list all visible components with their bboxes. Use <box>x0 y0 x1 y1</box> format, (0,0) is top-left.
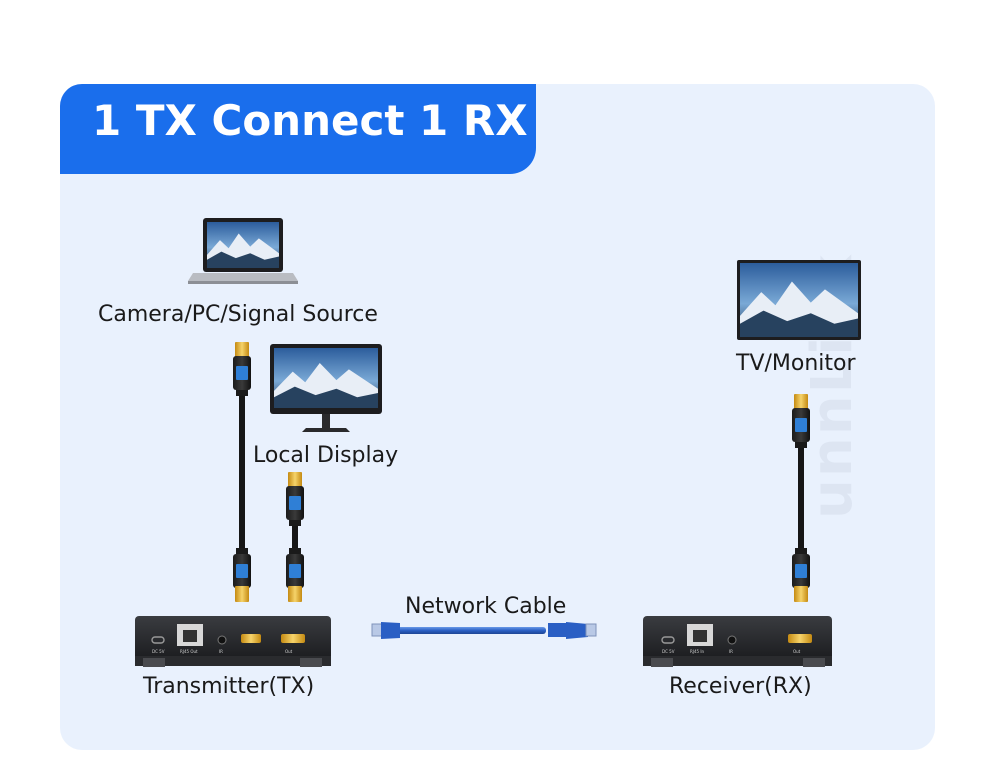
local-display-label: Local Display <box>253 443 399 468</box>
rx-port-dc: DC 5V <box>662 649 675 654</box>
hdmi-cable-source <box>233 342 251 602</box>
receiver-device: DC 5V RJ45 In IR Out <box>643 616 832 667</box>
network-cable <box>371 622 597 639</box>
hdmi-cable-tv <box>792 394 810 602</box>
transmitter-device: DC 5V RJ45 Out IR Out <box>135 616 331 667</box>
rx-port-rj45: RJ45 In <box>690 649 705 654</box>
hdmi-cable-local <box>286 472 304 602</box>
tv-monitor-label: TV/Monitor <box>736 351 856 376</box>
title-banner: 1 TX Connect 1 RX <box>60 84 536 174</box>
monitor-icon <box>270 344 382 432</box>
diagram-title: 1 TX Connect 1 RX <box>92 96 528 145</box>
transmitter-label: Transmitter(TX) <box>143 674 315 699</box>
tx-port-rj45: RJ45 Out <box>180 649 198 654</box>
rx-port-ir: IR <box>729 649 733 654</box>
network-cable-label: Network Cable <box>405 594 567 619</box>
rx-port-out: Out <box>793 649 801 654</box>
tx-port-out: Out <box>285 649 293 654</box>
receiver-label: Receiver(RX) <box>669 674 812 699</box>
tx-port-dc: DC 5V <box>152 649 165 654</box>
laptop-icon <box>188 218 298 284</box>
tv-icon <box>737 260 861 340</box>
source-label: Camera/PC/Signal Source <box>98 302 378 327</box>
tx-port-ir: IR <box>219 649 223 654</box>
